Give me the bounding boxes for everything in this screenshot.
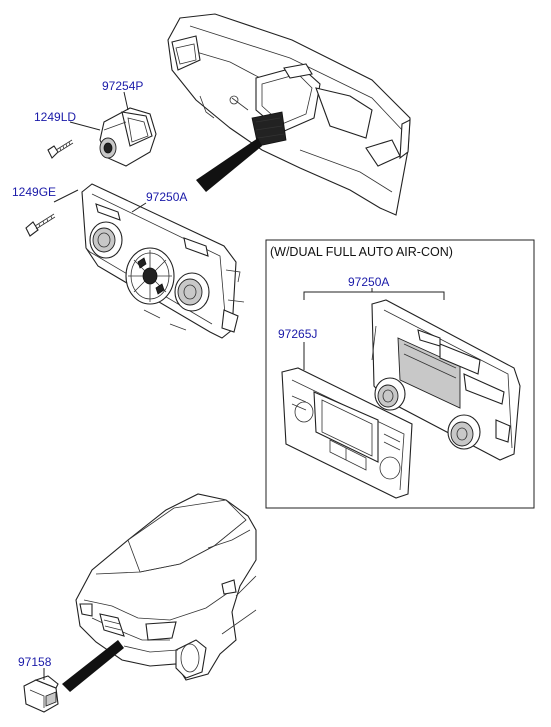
- pointer-arrow-sensor: [62, 640, 124, 692]
- pointer-arrow: [196, 138, 262, 192]
- label-97250a: 97250A: [146, 190, 187, 204]
- leader-1249ld: [69, 121, 101, 131]
- label-97254p: 97254P: [102, 79, 143, 93]
- heater-control-97250a-illustration: [81, 183, 245, 339]
- bezel-97265j-illustration: [281, 367, 413, 499]
- car-illustration: [75, 493, 257, 681]
- dashboard-illustration: [167, 13, 411, 216]
- screw-1249ge-illustration: [25, 213, 56, 237]
- label-97158: 97158: [18, 655, 52, 669]
- leader-97250a: [131, 202, 147, 213]
- switch-97254p-illustration: [99, 107, 157, 167]
- label-1249ld: 1249LD: [34, 110, 76, 124]
- inset-bracket: [303, 288, 445, 300]
- ac-control-unit-illustration: [371, 299, 521, 461]
- inset-frame: [265, 239, 535, 509]
- screw-1249ld-illustration: [47, 139, 74, 159]
- label-1249ge: 1249GE: [12, 185, 56, 199]
- inset-label-97250a: 97250A: [348, 275, 389, 289]
- leader-97254p: [123, 91, 129, 111]
- leader-1249ge: [53, 189, 79, 203]
- inset-label-97265j: 97265J: [278, 327, 317, 341]
- inset-title: (W/DUAL FULL AUTO AIR-CON): [270, 245, 453, 259]
- sensor-97158-illustration: [23, 675, 59, 713]
